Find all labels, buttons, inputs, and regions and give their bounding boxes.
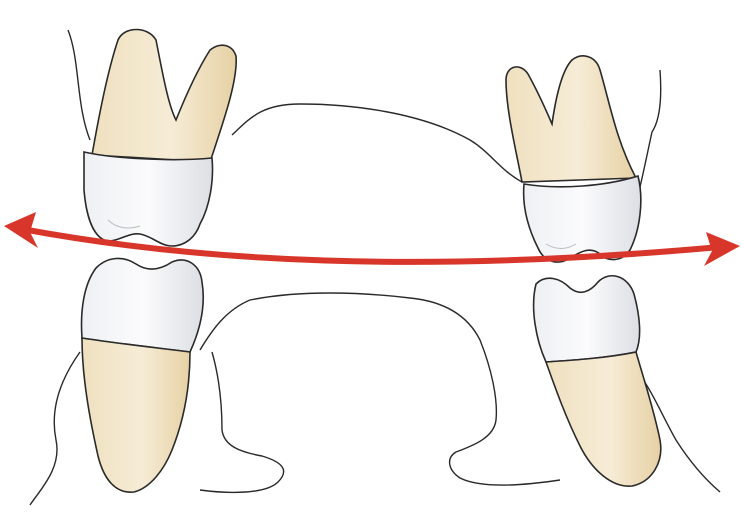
upper-left-molar-crown (83, 150, 214, 247)
occlusal-curve-line (19, 226, 723, 265)
mandibular-arch-outline (29, 292, 721, 506)
upper-left-molar (83, 28, 237, 247)
lower-left-molar-root (81, 337, 191, 493)
maxillary-arch-outline (67, 29, 662, 196)
arrowhead-right-icon (704, 232, 740, 266)
occlusal-curve-arrow (4, 212, 740, 266)
lower-right-molar-crown (532, 274, 641, 363)
arrowhead-left-icon (4, 212, 38, 248)
upper-right-molar (505, 55, 642, 263)
lower-right-molar-root (544, 351, 662, 487)
lower-left-molar (80, 257, 205, 493)
lower-left-molar-crown (80, 257, 205, 353)
upper-left-molar-root (91, 28, 237, 163)
lower-right-molar (532, 274, 662, 487)
upper-right-molar-crown (522, 174, 642, 263)
upper-right-molar-root (505, 55, 638, 183)
